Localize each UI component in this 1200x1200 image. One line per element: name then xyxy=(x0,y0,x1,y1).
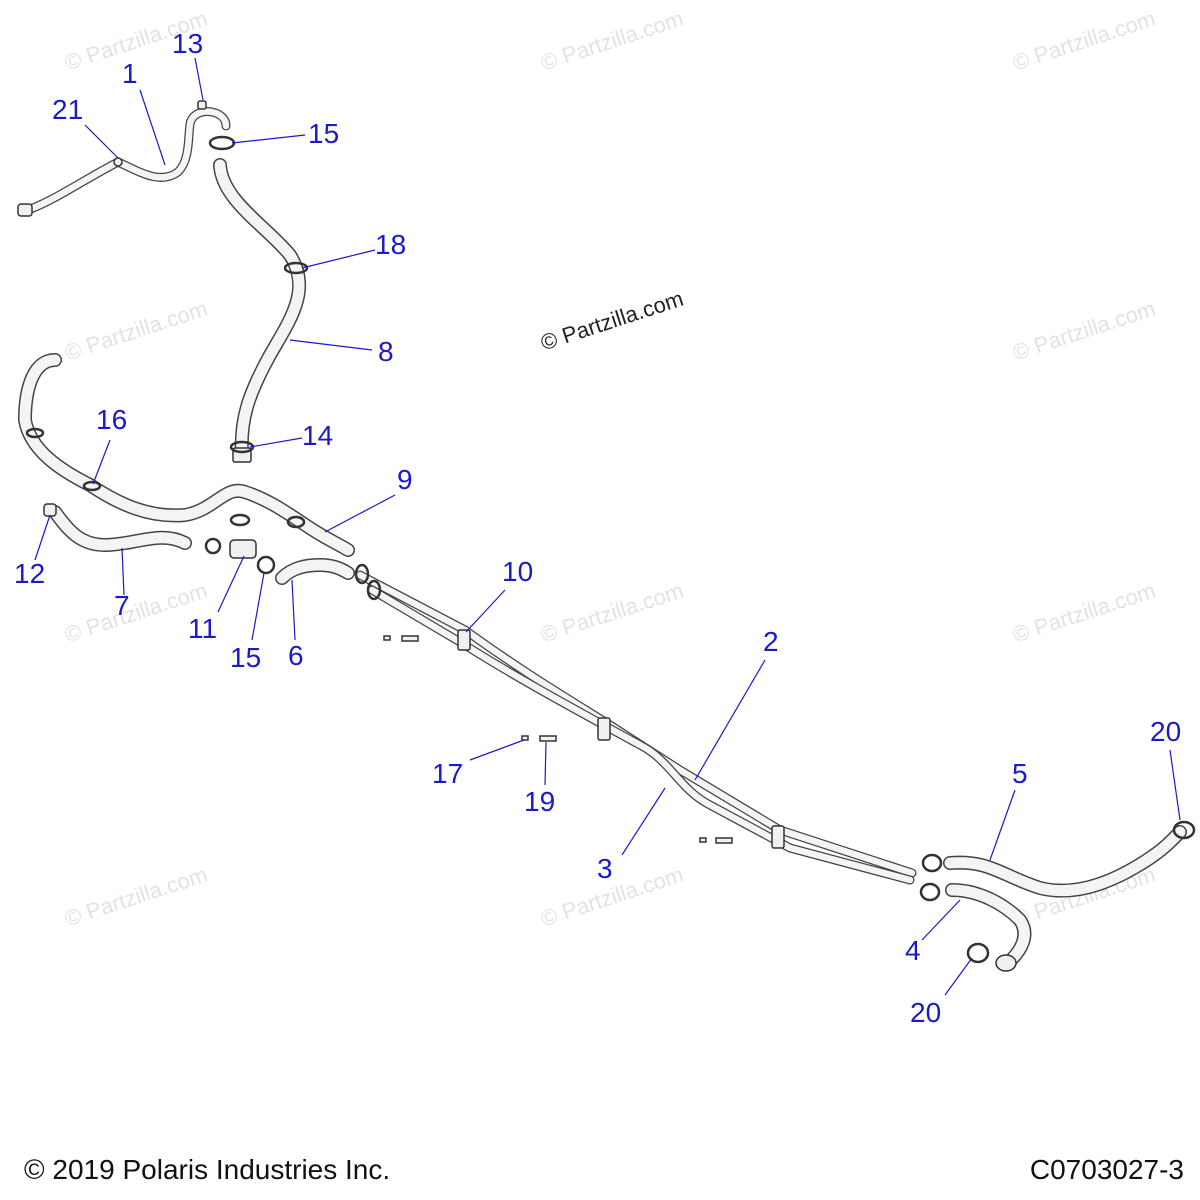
bolt-set-lower xyxy=(699,837,733,844)
callout-15-lower: 15 xyxy=(230,642,262,673)
pipe-part-3 xyxy=(367,585,915,885)
bracket-right xyxy=(771,825,785,849)
pipe-part-2 xyxy=(355,570,917,878)
clamp-part-16a xyxy=(25,427,45,439)
callout-19: 19 xyxy=(524,786,556,817)
clamp-part-16b xyxy=(82,480,102,492)
callout-18: 18 xyxy=(375,229,407,260)
hose-part-6 xyxy=(275,558,355,585)
callout-2: 2 xyxy=(763,626,779,657)
hose-part-7 xyxy=(48,505,192,552)
clamp-part-20-lower xyxy=(966,942,990,964)
callout-6: 6 xyxy=(288,640,304,671)
clamp-part-18 xyxy=(283,261,309,275)
callout-12: 12 xyxy=(14,558,46,589)
leader-lines xyxy=(34,57,1181,996)
hose-part-4 xyxy=(945,883,1032,972)
bracket-part-10 xyxy=(457,629,471,651)
fitting-part-12 xyxy=(43,503,57,517)
hose-part-1 xyxy=(17,107,231,217)
callout-17: 17 xyxy=(432,758,464,789)
bolt-set-upper xyxy=(383,635,419,642)
callout-3: 3 xyxy=(597,853,613,884)
clamp-part-20-upper xyxy=(1172,820,1196,840)
callout-10: 10 xyxy=(502,556,534,587)
clamp-part-15-upper xyxy=(208,135,236,151)
clamp-part-11a xyxy=(229,513,251,527)
callout-20-lower: 20 xyxy=(910,997,942,1028)
diagram-code: C0703027-3 xyxy=(1029,1154,1184,1185)
bolt-set-part-17-19 xyxy=(521,735,557,742)
callout-13: 13 xyxy=(172,28,204,59)
callout-21: 21 xyxy=(52,94,84,125)
clamp-part-11b xyxy=(204,537,222,555)
copyright-text: © 2019 Polaris Industries Inc. xyxy=(24,1154,391,1185)
callout-7: 7 xyxy=(114,590,130,621)
hose-part-9 xyxy=(18,353,355,557)
callout-1: 1 xyxy=(122,58,138,89)
clamp-part-5 xyxy=(921,853,943,873)
fitting-part-13 xyxy=(197,100,207,110)
callout-5: 5 xyxy=(1012,758,1028,789)
callout-9: 9 xyxy=(397,464,413,495)
callout-16: 16 xyxy=(96,404,128,435)
callout-11: 11 xyxy=(188,613,218,644)
clamp-pipe-left xyxy=(354,563,370,585)
clamp-part-9 xyxy=(286,515,306,529)
callout-15-upper: 15 xyxy=(308,118,340,149)
callout-20-upper: 20 xyxy=(1150,716,1182,747)
clamp-part-4 xyxy=(919,882,941,902)
clamp-part-15-lower xyxy=(256,555,276,575)
hose-part-5 xyxy=(943,825,1187,898)
tee-fitting-part-11 xyxy=(229,539,257,559)
bracket-mid xyxy=(597,717,611,741)
clamp-pipe-left-2 xyxy=(366,579,382,601)
callout-14: 14 xyxy=(302,420,334,451)
callout-4: 4 xyxy=(905,935,921,966)
hose-part-8 xyxy=(213,158,307,463)
callout-8: 8 xyxy=(378,336,394,367)
